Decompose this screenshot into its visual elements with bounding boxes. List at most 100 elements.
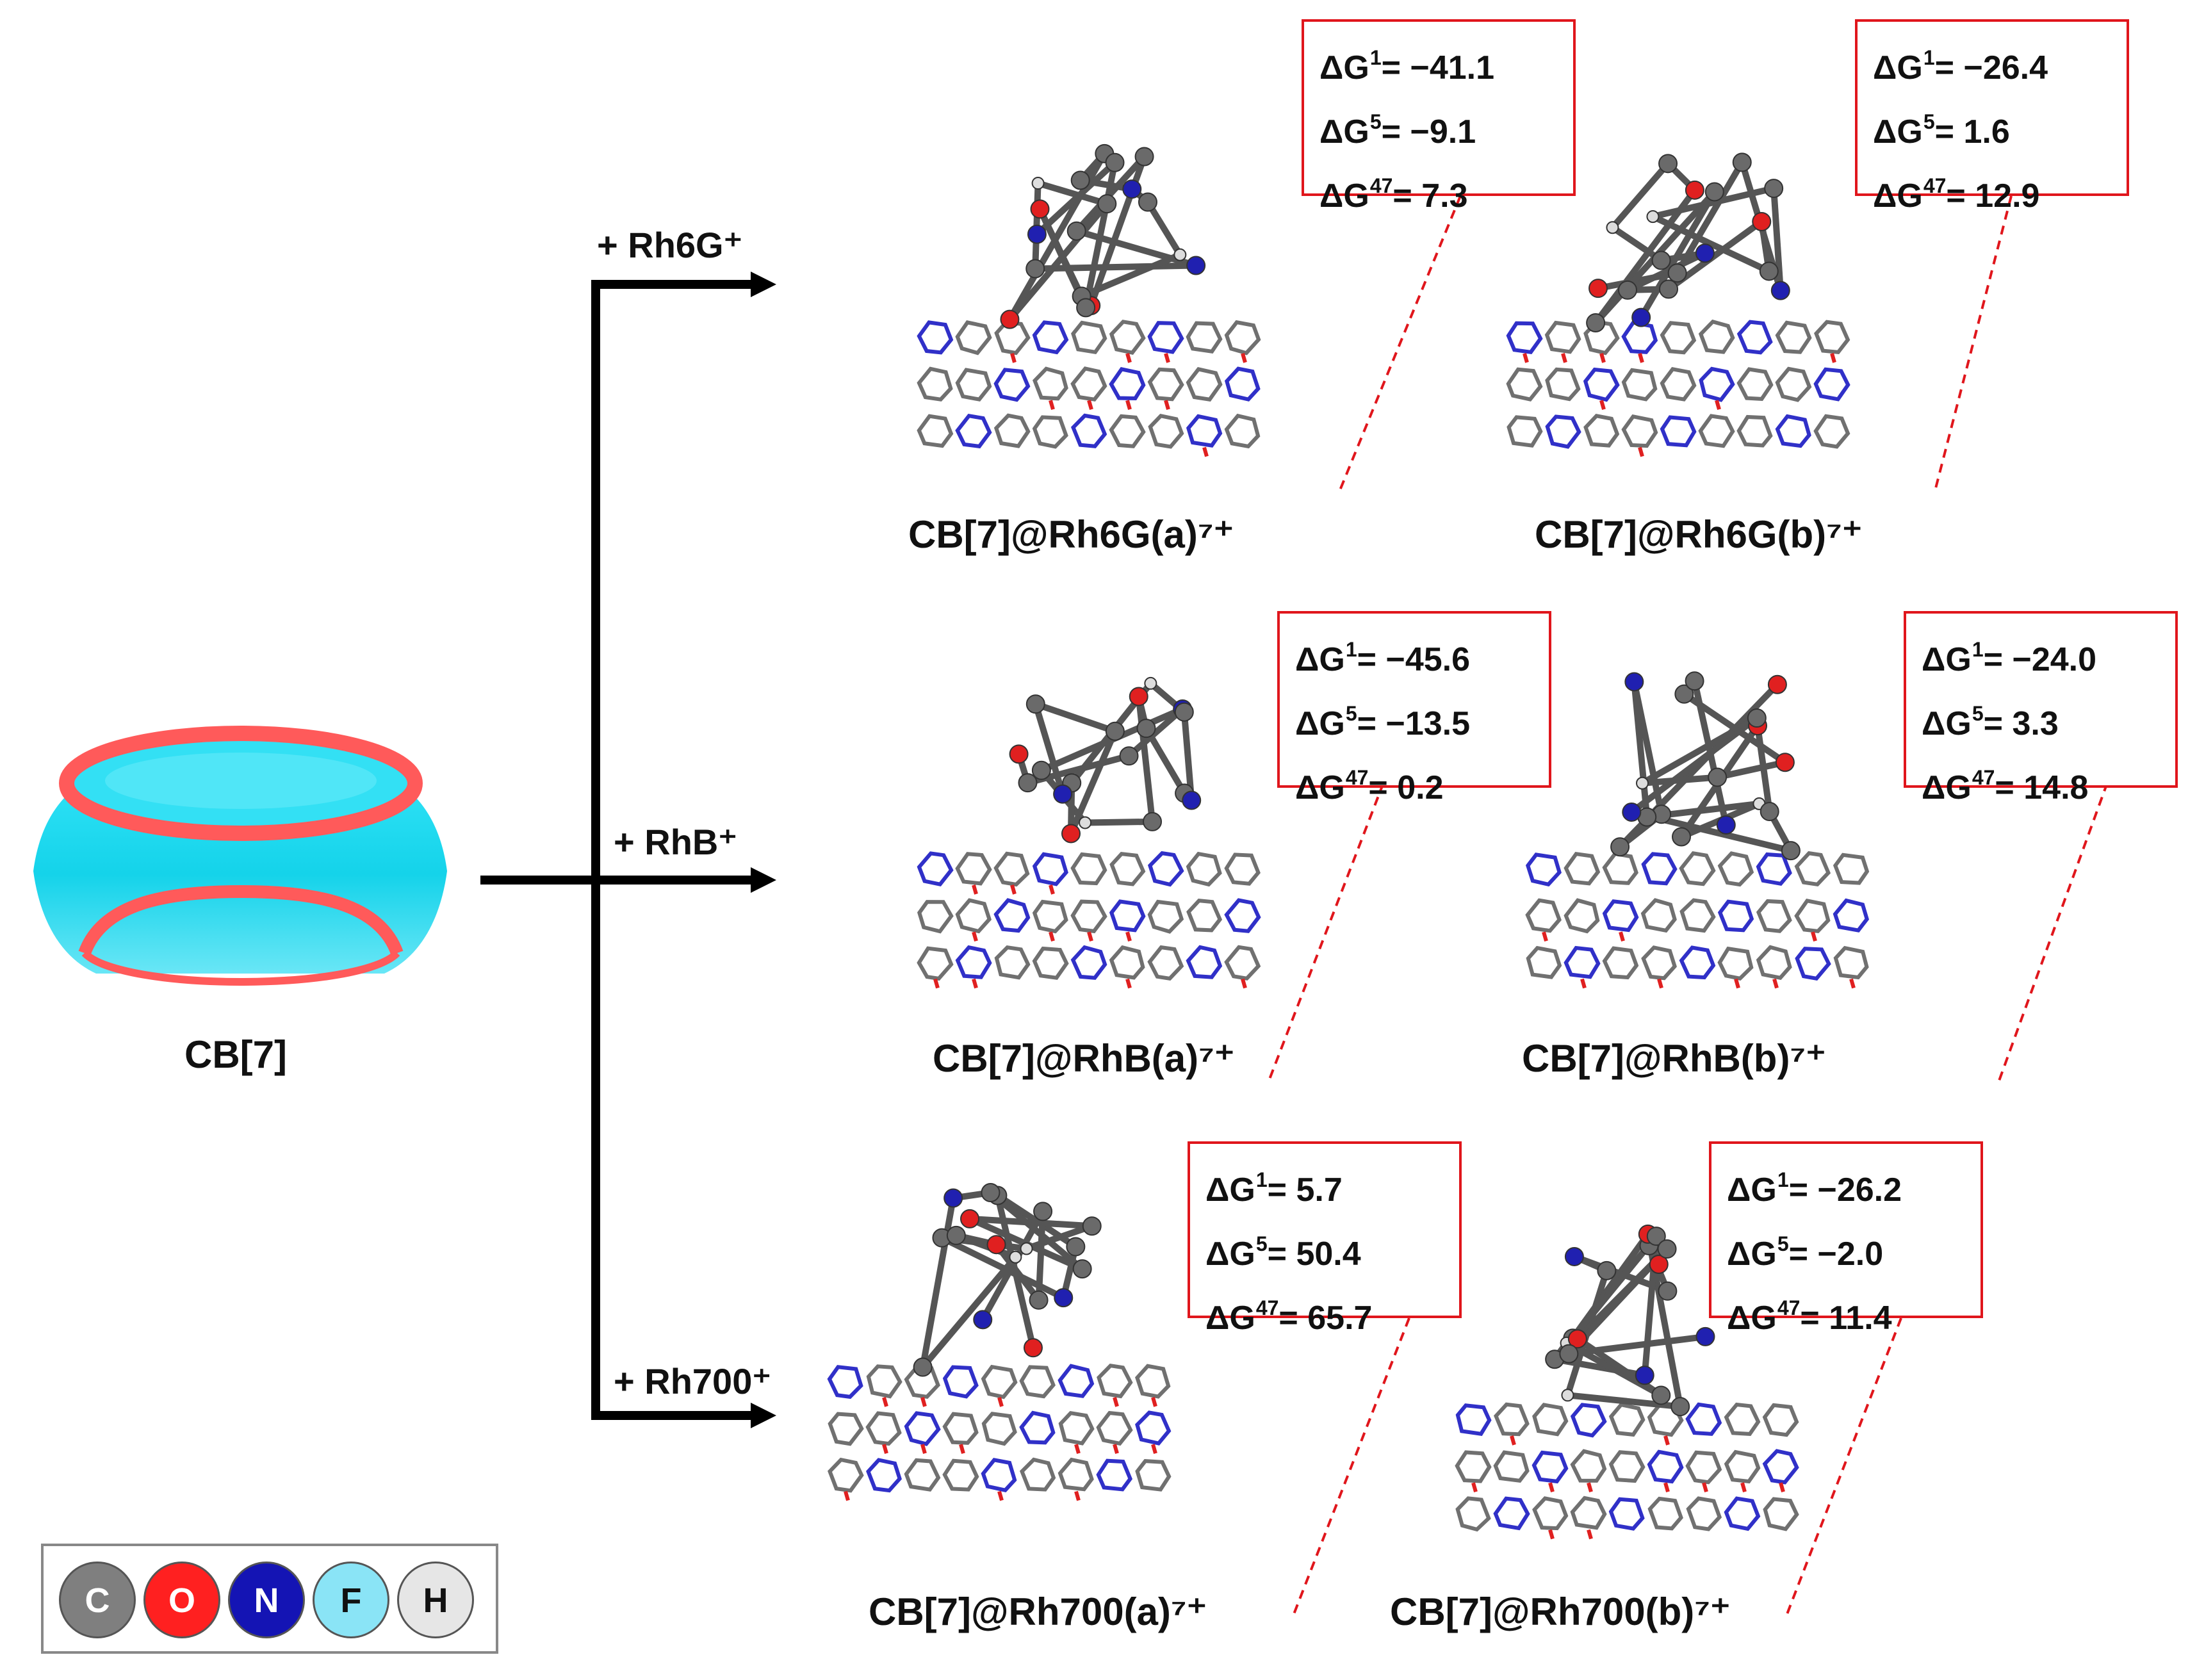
cage-ring — [955, 320, 992, 355]
cage-ring — [917, 320, 954, 355]
cage-ring — [1564, 945, 1601, 979]
cage-oxygen — [844, 1490, 850, 1501]
cage-ring — [1698, 414, 1735, 448]
cage-ring — [917, 366, 953, 402]
energy-row: ΔG1= −24.0 — [1922, 638, 2097, 678]
energy-row: ΔG47= 0.2 — [1295, 766, 1444, 806]
cage-ring — [1717, 851, 1754, 887]
guest-bond — [988, 1190, 1084, 1271]
energy-row: ΔG5= 3.3 — [1922, 702, 2059, 742]
cage-ring — [1032, 415, 1068, 449]
cage-ring — [1224, 852, 1261, 886]
cage-oxygen — [1471, 1482, 1478, 1493]
cage-ring — [1109, 945, 1145, 980]
model-rhb-b-guest — [1610, 671, 1801, 861]
cage-ring — [1455, 1450, 1492, 1483]
cage-ring — [1699, 366, 1735, 402]
guest-atom — [1143, 811, 1163, 831]
energy-box-rhb-b: ΔG1= −24.0 ΔG5= 3.3 ΔG47= 14.8 — [1904, 611, 2178, 806]
cage-oxygen — [1663, 1435, 1670, 1446]
model-rhb-b-cage — [1525, 851, 1870, 989]
guest-atom — [1053, 784, 1073, 804]
guest-bond — [1084, 818, 1153, 826]
guest-atom — [1144, 676, 1157, 690]
guest-atom — [1072, 1259, 1092, 1279]
guest-atom — [1134, 147, 1154, 167]
cage-ring — [1762, 1403, 1799, 1437]
energy-superscript: 1 — [1777, 1168, 1789, 1191]
cage-ring — [1109, 414, 1146, 448]
guest-atom — [1586, 313, 1606, 332]
cage-oxygen — [1542, 931, 1548, 942]
cage-ring — [1493, 1496, 1530, 1531]
cage-ring — [1109, 320, 1146, 355]
cage-ring — [828, 1412, 864, 1446]
energy-symbol: ΔG — [1205, 1171, 1255, 1209]
cage-ring — [1794, 898, 1831, 934]
cage-ring — [1814, 320, 1850, 355]
energy-superscript: 47 — [1345, 766, 1369, 789]
energy-symbol: ΔG — [1727, 1300, 1777, 1337]
cage-ring — [981, 1458, 1017, 1492]
guest-atom — [1659, 279, 1679, 299]
cage-oxygen — [882, 1397, 888, 1407]
cage-oxygen — [1241, 353, 1247, 363]
cage-ring — [1455, 1496, 1491, 1532]
atom-legend: C O N F H — [41, 1544, 498, 1654]
energy-row: ΔG5= −2.0 — [1727, 1232, 1884, 1273]
guest-atom — [1020, 1242, 1033, 1255]
guest-atom — [1025, 694, 1045, 714]
guest-atom — [1129, 687, 1148, 706]
reaction-arrows — [480, 280, 757, 1420]
cage-ring — [1071, 320, 1107, 355]
cage-ring — [1070, 366, 1107, 402]
guest-bond — [1145, 200, 1183, 257]
cage-oxygen — [972, 931, 978, 942]
cage-ring — [1621, 368, 1658, 402]
energy-superscript: 5 — [1369, 110, 1382, 133]
guest-atom — [1651, 250, 1671, 270]
cage-ring — [1506, 321, 1543, 355]
guest-atom — [1025, 259, 1045, 279]
cage-oxygen — [1074, 1490, 1081, 1501]
cage-oxygen — [1125, 931, 1132, 942]
guest-atom — [1759, 261, 1779, 281]
guest-bond — [1037, 180, 1108, 207]
guest-atom — [1658, 154, 1678, 174]
cage-ring — [955, 413, 992, 449]
cage-ring — [1833, 945, 1869, 980]
guest-bond — [993, 1243, 1041, 1302]
cage-oxygen — [882, 1444, 888, 1455]
cage-ring — [1019, 1410, 1056, 1445]
energy-row: ΔG1= −26.4 — [1873, 46, 2048, 86]
cage-ring — [1795, 947, 1831, 981]
cage-oxygen — [1049, 400, 1055, 411]
cage-ring — [1660, 415, 1697, 448]
guest-atom — [1105, 721, 1125, 741]
cage-oxygen — [1151, 1444, 1157, 1455]
cage-ring — [942, 1458, 979, 1492]
guest-atom — [1704, 182, 1724, 202]
complex-label-rhb-a: CB[7]@RhB(a)⁷⁺ — [933, 1037, 1235, 1080]
cage-ring — [1775, 320, 1812, 354]
atom-fluorine-swatch: F — [313, 1562, 389, 1638]
cage-ring — [1070, 852, 1107, 886]
cage-ring — [1096, 1458, 1133, 1492]
guest-atom — [1695, 1326, 1715, 1346]
cage-ring — [955, 368, 992, 402]
energy-box-rh6g-b: ΔG1= −26.4 ΔG5= 1.6 ΔG47= 12.9 — [1855, 19, 2129, 215]
cage-oxygen — [1049, 931, 1055, 942]
guest-atom — [1082, 1216, 1102, 1236]
guest-atom — [1631, 307, 1651, 327]
guest-atom — [1597, 1260, 1617, 1280]
guest-atom — [943, 1188, 963, 1208]
cage-oxygen — [1010, 885, 1017, 895]
cage-oxygen — [1587, 1482, 1593, 1493]
energy-value: −26.2 — [1817, 1171, 1902, 1209]
guest-bond — [1631, 681, 1651, 818]
cage-oxygen — [1074, 1444, 1081, 1455]
cage-ring — [1109, 367, 1146, 401]
guest-bond — [1642, 774, 1718, 787]
guest-atom — [1618, 280, 1638, 300]
